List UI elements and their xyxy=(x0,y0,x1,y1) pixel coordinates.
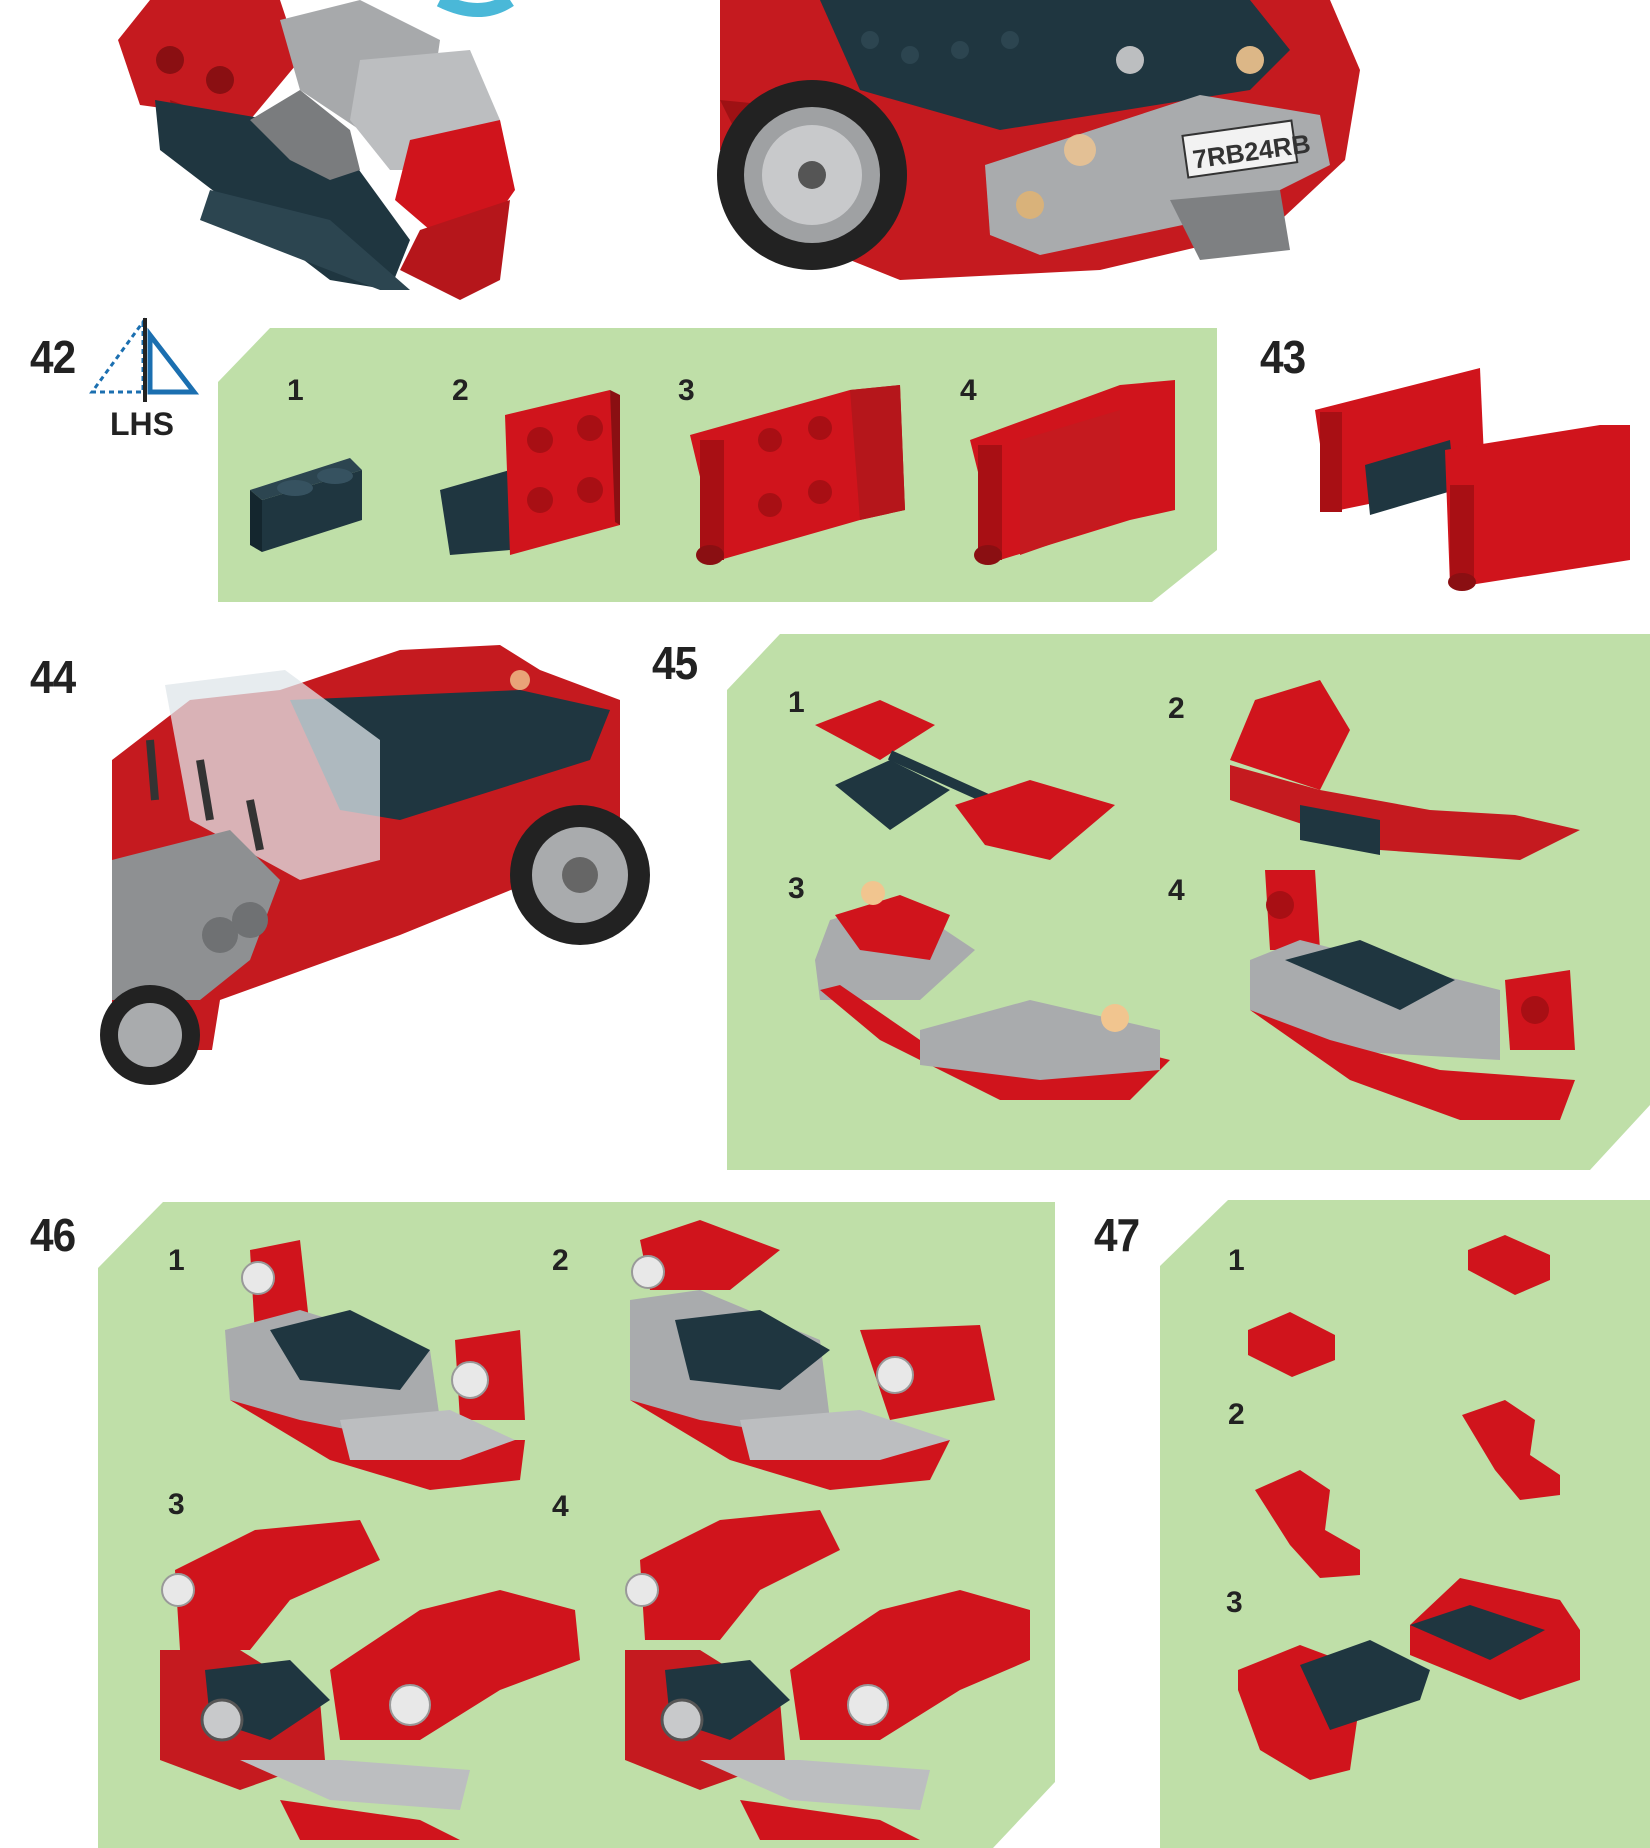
step-46-sub-3: 3 xyxy=(168,1488,185,1521)
step-45-part-3 xyxy=(815,881,1170,1100)
step-45-sub-4: 4 xyxy=(1168,874,1185,907)
step-42-part-2 xyxy=(440,390,620,555)
step-42-part-1 xyxy=(250,458,362,552)
step-45-number: 45 xyxy=(652,637,698,689)
step-47-part-3 xyxy=(1238,1578,1580,1780)
step-42-sub-1: 1 xyxy=(287,374,304,407)
step-46-sub-2: 2 xyxy=(552,1244,569,1277)
step-46-part-4 xyxy=(625,1510,1030,1840)
step-45-part-2 xyxy=(1230,680,1580,860)
step-45-part-4 xyxy=(1250,870,1575,1120)
step-46-sub-4: 4 xyxy=(552,1490,569,1523)
step-42-lhs-label: LHS xyxy=(110,406,174,442)
step-47-sub-3: 3 xyxy=(1226,1586,1243,1619)
step-42-number: 42 xyxy=(30,331,76,383)
step-42-sub-2: 2 xyxy=(452,374,469,407)
step-47-sub-1: 1 xyxy=(1228,1244,1245,1277)
step-42-sub-4: 4 xyxy=(960,374,977,407)
step-46-part-1 xyxy=(225,1240,525,1490)
top-car-rear-illustration: 7RB24RB xyxy=(717,0,1360,280)
step-42-sub-3: 3 xyxy=(678,374,695,407)
step-42-part-3 xyxy=(690,385,905,565)
top-left-assembly-illustration xyxy=(118,0,515,300)
step-47-sub-2: 2 xyxy=(1228,1398,1245,1431)
step-45-part-1 xyxy=(815,700,1115,860)
step-46-part-3 xyxy=(160,1520,580,1840)
step-47-part-1 xyxy=(1248,1235,1550,1377)
step-42-part-4 xyxy=(970,380,1175,565)
step-47-part-2 xyxy=(1255,1400,1560,1578)
step-45-sub-2: 2 xyxy=(1168,692,1185,725)
step-46-number: 46 xyxy=(30,1209,76,1261)
step-43-assembly xyxy=(1315,368,1630,591)
step-47-number: 47 xyxy=(1094,1209,1140,1261)
step-45-sub-1: 1 xyxy=(788,686,805,719)
step-43-number: 43 xyxy=(1260,331,1306,383)
step-44-number: 44 xyxy=(30,651,76,703)
step-46-part-2 xyxy=(630,1220,995,1490)
step-44-car-illustration xyxy=(100,645,650,1085)
step-46-sub-1: 1 xyxy=(168,1244,185,1277)
mirror-build-icon xyxy=(89,317,200,402)
step-45-sub-3: 3 xyxy=(788,872,805,905)
